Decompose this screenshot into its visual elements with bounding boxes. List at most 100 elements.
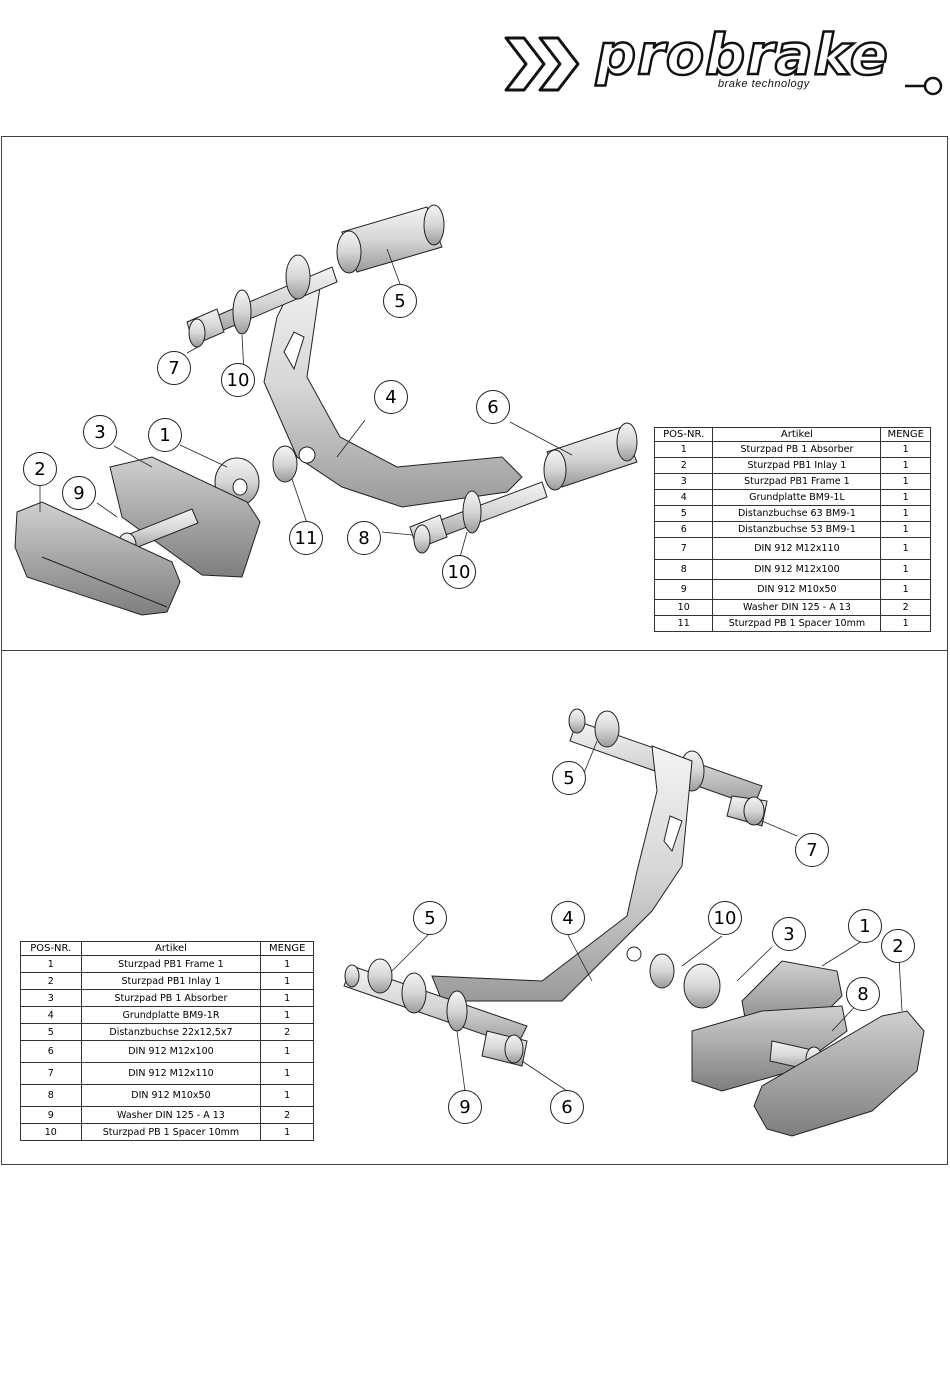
- callout-3: 3: [83, 415, 117, 449]
- cell-pos: 7: [653, 537, 714, 560]
- table-header-row: POS-NR. Artikel MENGE: [20, 941, 314, 956]
- cell-menge: 1: [260, 1040, 314, 1063]
- double-chevron-icon: [504, 36, 580, 92]
- callout-5-lower: 5: [413, 901, 447, 935]
- cell-artikel: DIN 912 M12x100: [80, 1040, 262, 1063]
- cell-pos: 8: [653, 559, 714, 580]
- callout-1: 1: [848, 909, 882, 943]
- callout-7: 7: [157, 351, 191, 385]
- cell-pos: 9: [653, 579, 714, 600]
- cell-pos: 4: [20, 1006, 82, 1024]
- cell-menge: 1: [260, 1084, 314, 1107]
- cell-menge: 1: [260, 972, 314, 990]
- callout-8: 8: [846, 977, 880, 1011]
- callout-5: 5: [383, 284, 417, 318]
- table-header-row: POS-NR. Artikel MENGE: [653, 427, 931, 442]
- cell-artikel: Sturzpad PB 1 Absorber: [712, 441, 882, 458]
- cell-menge: 2: [880, 599, 931, 616]
- cell-menge: 2: [260, 1106, 314, 1124]
- cell-artikel: DIN 912 M12x110: [712, 537, 882, 560]
- cell-artikel: Distanzbuchse 22x12,5x7: [80, 1023, 262, 1041]
- cell-pos: 5: [653, 505, 714, 522]
- cell-menge: 1: [880, 473, 931, 490]
- callout-7: 7: [795, 833, 829, 867]
- left-exploded-view-drawing: [14, 204, 638, 616]
- callout-9: 9: [448, 1090, 482, 1124]
- col-menge: MENGE: [260, 941, 314, 956]
- callout-8: 8: [347, 521, 381, 555]
- col-artikel: Artikel: [712, 427, 882, 442]
- cell-artikel: Sturzpad PB1 Frame 1: [712, 473, 882, 490]
- callout-5-upper: 5: [552, 761, 586, 795]
- cell-artikel: Sturzpad PB1 Inlay 1: [712, 457, 882, 474]
- cell-pos: 5: [20, 1023, 82, 1041]
- cell-artikel: Distanzbuchse 53 BM9-1: [712, 521, 882, 538]
- callout-6: 6: [476, 390, 510, 424]
- col-pos: POS-NR.: [653, 427, 714, 442]
- cell-pos: 10: [653, 599, 714, 616]
- cell-pos: 7: [20, 1062, 82, 1085]
- cell-artikel: DIN 912 M12x110: [80, 1062, 262, 1085]
- cell-menge: 1: [260, 955, 314, 973]
- cell-menge: 2: [260, 1023, 314, 1041]
- right-assembly-panel: 5 7 5 4 10 3 1 2 8 9 6 POS-NR. Artikel M…: [1, 650, 948, 1165]
- col-pos: POS-NR.: [20, 941, 82, 956]
- right-exploded-view-drawing: [343, 708, 925, 1137]
- cell-menge: 1: [880, 537, 931, 560]
- logo-ring-icon: [905, 76, 943, 96]
- logo-tagline: brake technology: [718, 78, 810, 90]
- cell-artikel: Grundplatte BM9-1L: [712, 489, 882, 506]
- callout-10-upper: 10: [221, 363, 255, 397]
- cell-pos: 8: [20, 1084, 82, 1107]
- cell-pos: 10: [20, 1123, 82, 1141]
- cell-pos: 1: [653, 441, 714, 458]
- cell-artikel: Distanzbuchse 63 BM9-1: [712, 505, 882, 522]
- callout-3: 3: [772, 917, 806, 951]
- cell-pos: 2: [20, 972, 82, 990]
- cell-menge: 1: [880, 521, 931, 538]
- cell-menge: 1: [880, 457, 931, 474]
- callout-10: 10: [708, 901, 742, 935]
- col-menge: MENGE: [880, 427, 931, 442]
- callout-6: 6: [550, 1090, 584, 1124]
- callout-4: 4: [374, 380, 408, 414]
- cell-artikel: Grundplatte BM9-1R: [80, 1006, 262, 1024]
- callout-1: 1: [148, 418, 182, 452]
- cell-artikel: DIN 912 M10x50: [80, 1084, 262, 1107]
- callout-2: 2: [881, 929, 915, 963]
- cell-artikel: Washer DIN 125 - A 13: [712, 599, 882, 616]
- callout-2: 2: [23, 452, 57, 486]
- callout-4: 4: [551, 901, 585, 935]
- cell-pos: 1: [20, 955, 82, 973]
- cell-pos: 3: [653, 473, 714, 490]
- cell-pos: 6: [20, 1040, 82, 1063]
- brand-logo: probrake brake technology: [500, 22, 950, 102]
- cell-artikel: Sturzpad PB1 Frame 1: [80, 955, 262, 973]
- cell-pos: 6: [653, 521, 714, 538]
- callout-9: 9: [62, 476, 96, 510]
- cell-menge: 1: [260, 1006, 314, 1024]
- cell-menge: 1: [260, 989, 314, 1007]
- cell-menge: 1: [880, 441, 931, 458]
- cell-pos: 9: [20, 1106, 82, 1124]
- cell-pos: 11: [653, 615, 714, 632]
- cell-artikel: DIN 912 M10x50: [712, 579, 882, 600]
